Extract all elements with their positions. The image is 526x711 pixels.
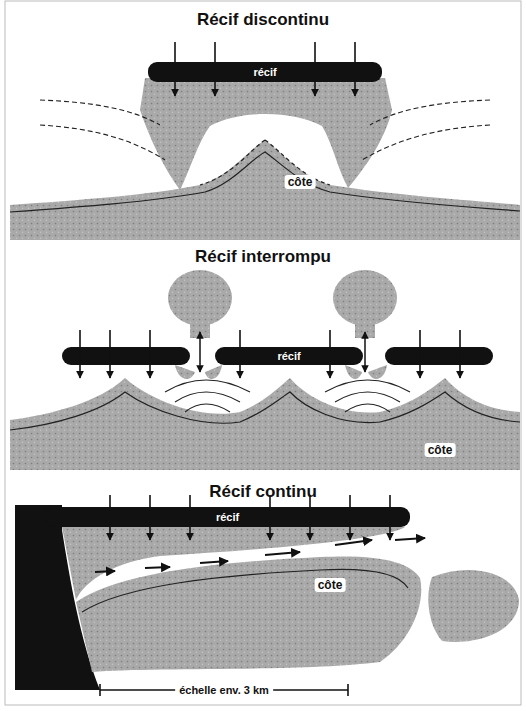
coast-label: côte [285,175,316,189]
reef-label: récif [273,350,304,362]
continuous-reef-drawing [15,495,519,696]
section-title: Récif interrompu [195,247,331,267]
coast-label: côte [315,578,346,592]
scale-label: échelle env. 3 km [175,684,273,696]
reef-bar: récif [45,507,410,527]
discontinuous-reef-drawing [10,42,520,240]
coast-label: côte [425,443,456,457]
reef-bar: récif [215,347,363,365]
frame [5,1,521,705]
reef-label: récif [212,511,243,523]
interrupted-reef-drawing [10,270,520,470]
section-title: Récif discontinu [197,10,329,30]
section-title: Récif continu [209,482,317,502]
reef-bar: récif [148,62,382,82]
reef-label: récif [249,66,280,78]
